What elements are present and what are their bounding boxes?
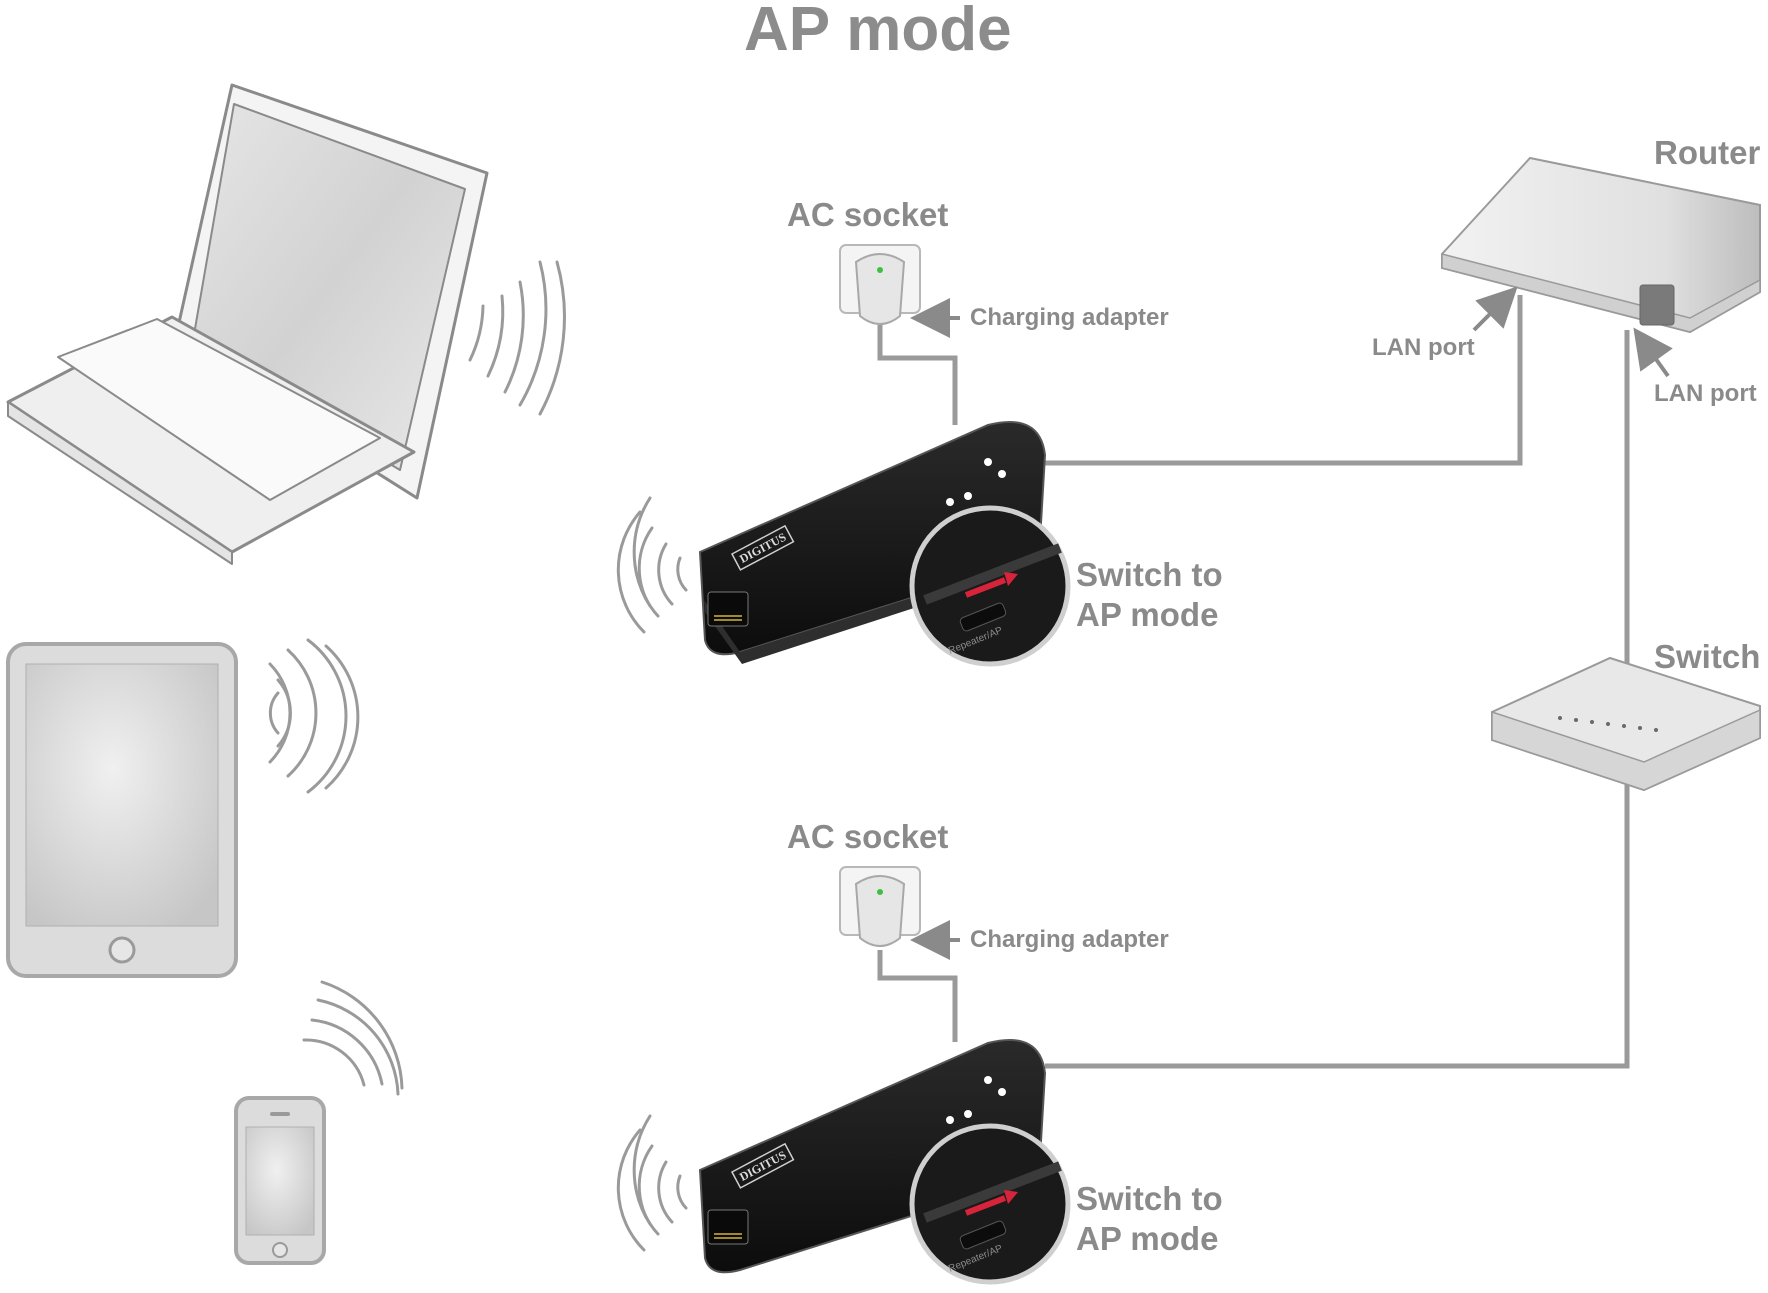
lan-port-arrow-right (1633, 327, 1673, 378)
router-icon (1441, 156, 1761, 334)
switch-zoom-top: Repeater/AP (909, 505, 1071, 667)
switch-to-ap-label-top-line1: Switch to (1076, 556, 1223, 593)
cable-top-adapter-to-device (877, 325, 958, 425)
page-title: AP mode (744, 0, 1012, 64)
lan-port-label-right: LAN port (1654, 380, 1757, 407)
charging-adapter-label-top: Charging adapter (970, 304, 1169, 331)
cable-bottom-adapter-to-device (877, 950, 958, 1042)
ac-socket-bottom-icon (839, 866, 921, 947)
switch-to-ap-label-bottom-line2: AP mode (1076, 1220, 1219, 1257)
lan-port-arrow-left (1472, 286, 1518, 332)
switch-to-ap-label-bottom-line1: Switch to (1076, 1180, 1223, 1217)
cables (877, 295, 1630, 1069)
cable-switch-to-bottom-device (1045, 776, 1630, 1069)
ac-socket-label-top: AC socket (787, 196, 949, 233)
tablet-wifi-waves-icon (268, 638, 360, 794)
bottom-device-wifi-waves-icon (616, 1114, 688, 1252)
switch-zoom-bottom: Repeater/AP (909, 1123, 1071, 1285)
lan-port-label-left: LAN port (1372, 334, 1475, 361)
ac-socket-label-bottom: AC socket (787, 818, 949, 855)
switch-label: Switch (1654, 638, 1761, 675)
tablet-icon (6, 642, 238, 978)
cable-top-device-to-router (1045, 295, 1523, 466)
top-device-wifi-waves-icon (616, 496, 688, 634)
phone-wifi-waves-icon (302, 980, 404, 1096)
phone-icon (234, 1096, 326, 1265)
laptop-wifi-waves-icon (468, 260, 566, 416)
laptop-icon (6, 83, 489, 565)
charging-adapter-label-bottom: Charging adapter (970, 926, 1169, 953)
ac-socket-top-icon (839, 244, 921, 325)
switch-to-ap-label-top-line2: AP mode (1076, 596, 1219, 633)
network-switch-icon (1491, 656, 1761, 792)
router-label: Router (1654, 134, 1761, 171)
